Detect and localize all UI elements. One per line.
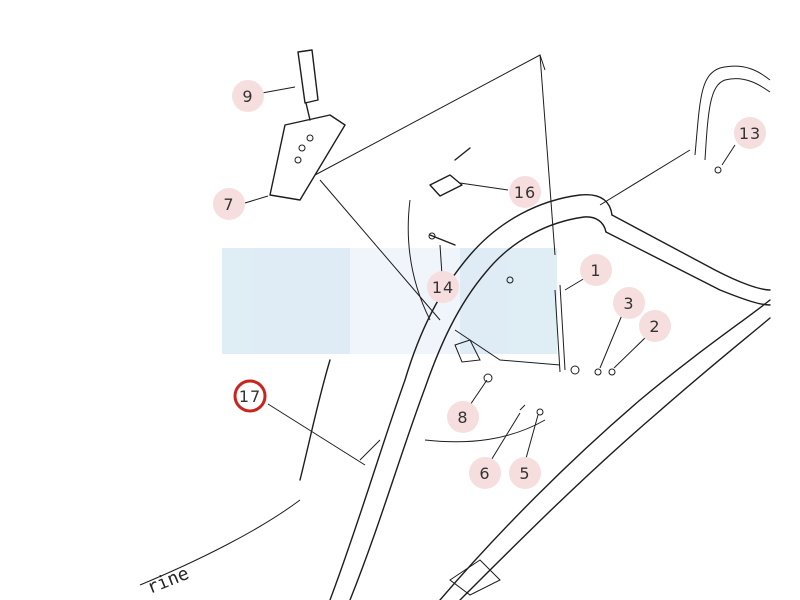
- callout-17-highlighted[interactable]: 17: [233, 379, 267, 413]
- pins-5-6-drawing: [483, 166, 722, 416]
- callout-2-label: 2: [649, 317, 660, 336]
- callout-9[interactable]: 9: [232, 80, 264, 112]
- pins-2-3-drawing: [570, 365, 616, 376]
- callout-6-label: 6: [479, 464, 490, 483]
- callout-9-label: 9: [242, 87, 253, 106]
- callout-13-label: 13: [739, 124, 761, 143]
- partial-engine-label: rine: [144, 563, 192, 599]
- bolt-14-drawing: [428, 232, 456, 246]
- callout-7[interactable]: 7: [213, 188, 245, 220]
- watermark-logo: [222, 248, 557, 354]
- callout-3-label: 3: [623, 294, 634, 313]
- callout-16[interactable]: 16: [509, 176, 541, 208]
- callout-16-label: 16: [514, 183, 536, 202]
- callout-5[interactable]: 5: [509, 457, 541, 489]
- callout-14-label: 14: [432, 278, 454, 297]
- callout-5-label: 5: [519, 464, 530, 483]
- callout-8-label: 8: [457, 408, 468, 427]
- shift-lever-drawing: [269, 49, 346, 201]
- callout-14[interactable]: 14: [427, 271, 459, 303]
- callout-3[interactable]: 3: [613, 287, 645, 319]
- callout-7-label: 7: [223, 195, 234, 214]
- callout-1[interactable]: 1: [580, 254, 612, 286]
- callout-1-label: 1: [590, 261, 601, 280]
- handle-frame-drawing: [139, 54, 771, 600]
- callout-13[interactable]: 13: [734, 117, 766, 149]
- callout-17-label: 17: [239, 387, 261, 406]
- callout-2[interactable]: 2: [639, 310, 671, 342]
- clip-16-drawing: [429, 147, 471, 197]
- callout-8[interactable]: 8: [447, 401, 479, 433]
- callout-6[interactable]: 6: [469, 457, 501, 489]
